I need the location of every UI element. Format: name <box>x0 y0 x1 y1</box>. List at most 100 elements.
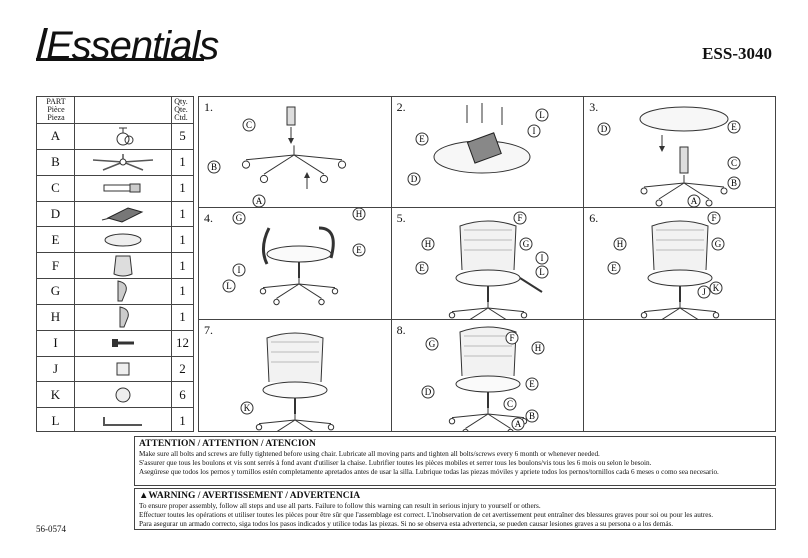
bolt-icon <box>75 331 171 356</box>
part-qty: 1 <box>179 205 186 221</box>
callout-label: E <box>415 261 429 275</box>
model-number: ESS-3040 <box>702 44 772 63</box>
svg-text:H: H <box>356 209 363 219</box>
part-letter: D <box>50 205 61 221</box>
parts-row: A 5 <box>37 124 193 150</box>
callout-label: H <box>613 237 627 251</box>
callout-label: G <box>232 211 246 225</box>
step-number: 3. <box>589 100 599 114</box>
parts-row: G 1 <box>37 279 193 305</box>
svg-text:B: B <box>731 178 737 188</box>
part-letter: I <box>53 335 58 351</box>
attention-line: S'assurer que tous les boulons et vis so… <box>139 459 652 467</box>
part-qty: 1 <box>179 413 186 429</box>
seat-icon <box>75 227 171 252</box>
part-qty: 1 <box>179 257 186 273</box>
svg-text:C: C <box>246 120 252 130</box>
step-number: 5. <box>396 211 406 226</box>
part-qty: 1 <box>179 154 186 170</box>
part-letter: H <box>50 309 61 325</box>
step-number: 4. <box>204 211 213 226</box>
callout-label: C <box>503 397 517 411</box>
parts-row: B 1 <box>37 150 193 176</box>
part-letter: B <box>51 154 60 170</box>
svg-text:I: I <box>238 265 241 275</box>
document-code: 56-0574 <box>36 524 66 534</box>
svg-text:L: L <box>539 110 545 120</box>
callout-label: C <box>242 118 256 132</box>
part-qty: 1 <box>179 283 186 299</box>
svg-text:C: C <box>507 399 513 409</box>
part-letter: G <box>50 283 61 299</box>
callout-label: A <box>252 194 266 208</box>
svg-text:I: I <box>532 126 535 136</box>
svg-text:H: H <box>424 239 431 249</box>
part-qty: 2 <box>179 361 186 377</box>
base-icon <box>75 150 171 175</box>
cap-icon <box>75 357 171 382</box>
part-qty: 6 <box>179 386 186 402</box>
callout-label: J <box>697 285 711 299</box>
step-illustration: G H E IL <box>222 208 366 306</box>
parts-row: C 1 <box>37 176 193 202</box>
part-letter: E <box>51 231 60 247</box>
callout-label: D <box>421 385 435 399</box>
warning-line: To ensure proper assembly, follow all st… <box>139 502 541 510</box>
part-letter: J <box>52 361 59 377</box>
parts-row: E 1 <box>37 227 193 254</box>
svg-text:G: G <box>236 213 243 223</box>
washer-icon <box>75 382 171 407</box>
callout-label: I <box>232 263 246 277</box>
callout-label: L <box>222 279 236 293</box>
warning-line: Effectuer toutes les opérations et utili… <box>139 511 714 519</box>
callout-label: I <box>535 251 549 265</box>
callout-label: F <box>707 211 721 225</box>
callout-label: E <box>525 377 539 391</box>
allen-key-icon <box>75 408 171 434</box>
gas-lift-icon <box>75 176 171 201</box>
brand-logo: Essentials <box>46 24 219 68</box>
svg-text:E: E <box>529 379 535 389</box>
step-number: 2. <box>396 100 406 114</box>
attention-title: ATTENTION / ATTENTION / ATENCION <box>139 439 316 449</box>
callout-label: H <box>421 237 435 251</box>
step-number: 1. <box>204 100 213 114</box>
svg-text:D: D <box>410 174 417 184</box>
callout-label: B <box>727 176 741 190</box>
parts-row: L 1 <box>37 408 193 434</box>
mechanism-icon <box>75 202 171 227</box>
step-illustration: LI E D <box>407 103 549 186</box>
svg-text:H: H <box>534 343 541 353</box>
callout-label: E <box>352 243 366 257</box>
part-letter: C <box>51 180 60 196</box>
part-letter: F <box>51 257 60 273</box>
svg-text:G: G <box>428 339 435 349</box>
attention-notice: ATTENTION / ATTENTION / ATENCION Make su… <box>134 436 776 486</box>
logo-underline <box>36 58 204 61</box>
callout-label: L <box>535 265 549 279</box>
callout-label: A <box>511 417 525 431</box>
svg-text:C: C <box>731 158 737 168</box>
right-arm-icon <box>75 305 171 330</box>
callout-label: D <box>407 172 421 186</box>
attention-line: Asegúrese que todos los pernos y tornill… <box>139 468 719 476</box>
callout-label: L <box>535 108 549 122</box>
parts-row: D 1 <box>37 202 193 228</box>
callout-label: G <box>519 237 533 251</box>
step-number: 8. <box>396 322 406 337</box>
svg-text:E: E <box>419 134 425 144</box>
callout-label: B <box>207 160 221 174</box>
svg-text:I: I <box>540 253 543 263</box>
svg-text:F: F <box>517 213 522 223</box>
callout-label: F <box>505 331 519 345</box>
svg-text:B: B <box>529 411 535 421</box>
svg-text:D: D <box>601 124 608 134</box>
step-number: 7. <box>204 322 213 337</box>
